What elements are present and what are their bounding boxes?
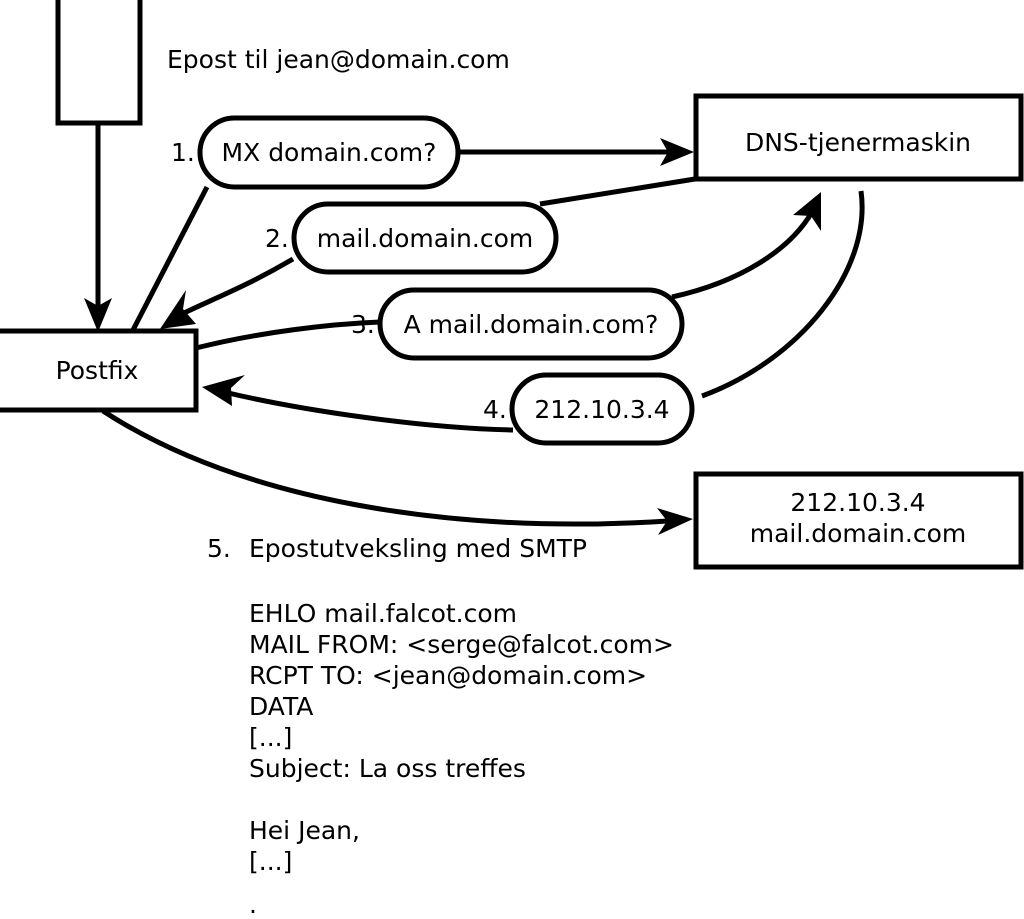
postfix-node[interactable]: Postfix [0,328,199,413]
step-4-label: 212.10.3.4 [534,395,669,424]
smtp-line-1: MAIL FROM: <serge@falcot.com> [249,630,674,659]
edge-step4-answer-to-postfix [202,375,514,433]
smtp-line-4: [...] [249,723,292,752]
step-1-label: MX domain.com? [222,138,437,167]
step-1-number: 1. [171,138,195,167]
smtp-line-5: Subject: La oss treffes [249,754,526,783]
smtp-line-8: [...] [249,847,292,876]
step-3-number: 3. [351,310,375,339]
target-mailserver-ip: 212.10.3.4 [790,488,925,517]
step-3-pill[interactable]: A mail.domain.com? [377,287,685,361]
step-5-label: Epostutveksling med SMTP [249,534,587,563]
target-mailserver-node[interactable]: 212.10.3.4 mail.domain.com [693,471,1024,570]
postfix-node-label: Postfix [56,356,139,385]
email-recipient-note: Epost til jean@domain.com [167,45,510,74]
edge-step4-dns-to-answer [701,190,865,399]
step-2-pill[interactable]: mail.domain.com [291,201,559,275]
edge-step2-answer-to-postfix [160,256,295,329]
step-1-pill[interactable]: MX domain.com? [197,115,461,190]
step-4-pill[interactable]: 212.10.3.4 [509,372,695,446]
edge-step1-query-to-dns [458,138,694,166]
edge-sender-to-postfix [84,123,112,332]
smtp-line-9: . [249,890,257,919]
step-4-number: 4. [483,395,507,424]
step-2-label: mail.domain.com [317,224,533,253]
dns-server-node-label: DNS-tjenermaskin [745,128,971,157]
edge-step3-postfix-to-query [195,319,381,351]
smtp-line-3: DATA [249,692,313,721]
step-3-label: A mail.domain.com? [404,310,659,339]
step-5-number: 5. [207,534,231,563]
edge-step5-postfix-to-target [101,408,693,535]
step-2-number: 2. [265,224,289,253]
target-mailserver-hostname: mail.domain.com [750,519,966,548]
edge-step1-postfix-to-query [130,185,210,332]
edge-step2-dns-to-answer [539,176,696,207]
dns-server-node[interactable]: DNS-tjenermaskin [693,93,1024,182]
smtp-line-2: RCPT TO: <jean@domain.com> [249,661,647,690]
sender-node[interactable] [55,0,143,126]
smtp-line-7: Hei Jean, [249,816,360,845]
edge-step3-query-to-dns [671,192,821,300]
smtp-line-0: EHLO mail.falcot.com [249,599,517,628]
